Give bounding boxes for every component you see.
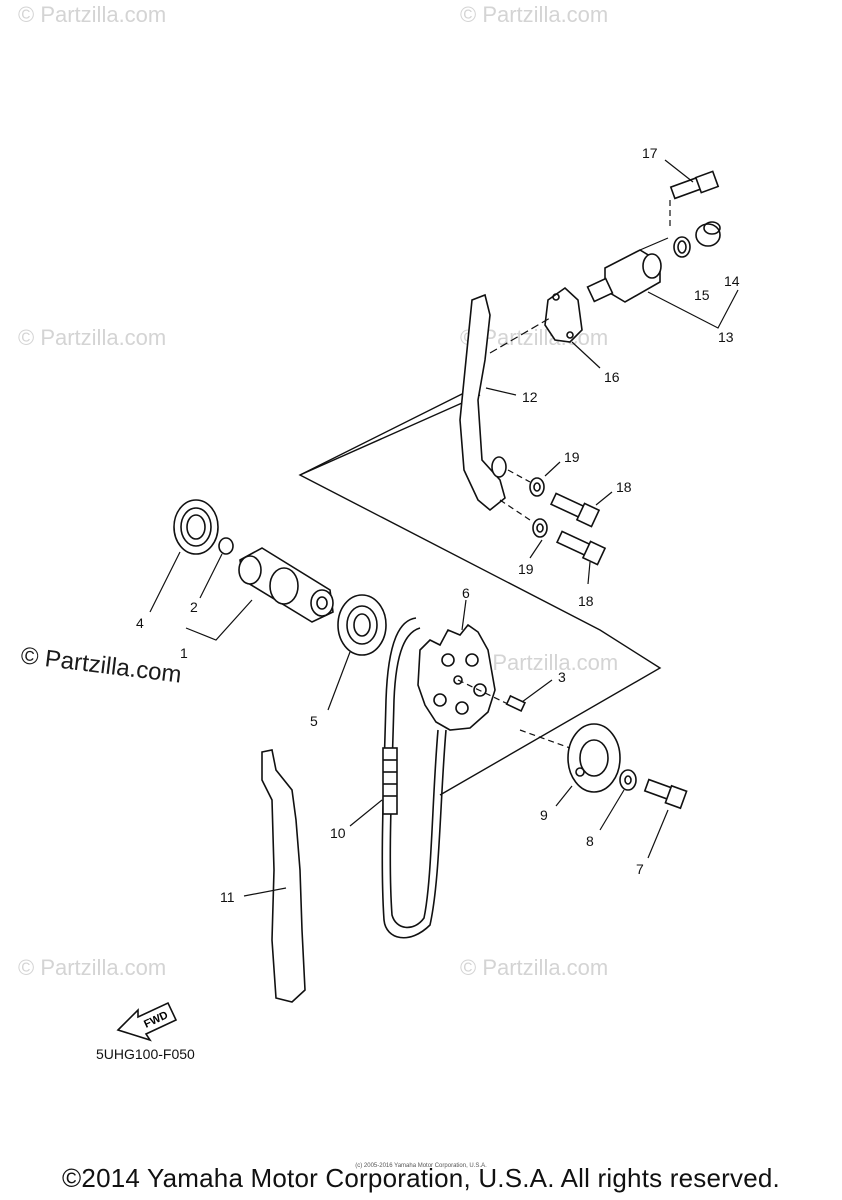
callout-18b: 18: [578, 593, 594, 609]
callout-17: 17: [642, 145, 658, 161]
watermark: © Partzilla.com: [18, 2, 166, 27]
callout-7: 7: [636, 861, 644, 877]
part-12-chain-guide: [459, 293, 531, 521]
callout-12: 12: [522, 389, 538, 405]
part-13-tensioner: [586, 237, 739, 329]
callouts: 1 2 3 4 5 6 7 8 9 10 11 12 13 14 15 16 1…: [136, 145, 740, 905]
part-1-camshaft: [185, 547, 334, 641]
fwd-arrow-icon: FWD: [116, 1001, 178, 1042]
watermark: © Partzilla.com: [470, 650, 618, 675]
part-6-sprocket: [417, 599, 496, 731]
callout-16: 16: [604, 369, 620, 385]
part-19-washers: [529, 461, 561, 559]
part-7-bolt: [643, 778, 688, 859]
callout-15: 15: [694, 287, 710, 303]
callout-8: 8: [586, 833, 594, 849]
callout-19b: 19: [518, 561, 534, 577]
callout-9: 9: [540, 807, 548, 823]
part-16-gasket: [489, 286, 601, 369]
callout-3: 3: [558, 669, 566, 685]
assembly-frame-top: [299, 394, 481, 476]
chain-links: [382, 747, 398, 815]
part-10-cam-chain: [349, 617, 447, 939]
part-15-gasket: [673, 236, 691, 258]
diagram-code: 5UHG100-F050: [96, 1046, 195, 1062]
assembly-frame: [298, 389, 662, 796]
part-14-cap-bolt: [695, 221, 721, 247]
callout-18a: 18: [616, 479, 632, 495]
callout-2: 2: [190, 599, 198, 615]
part-9-plate: [519, 723, 621, 807]
watermark: © Partzilla.com: [460, 955, 608, 980]
watermark: © Partzilla.com: [18, 955, 166, 980]
callout-11: 11: [220, 889, 235, 905]
part-8-washer: [599, 769, 637, 831]
part-11-chain-guide: [243, 749, 306, 1003]
watermarks: © Partzilla.com © Partzilla.com © Partzi…: [18, 2, 618, 980]
watermark: © Partzilla.com: [460, 2, 608, 27]
micro-copyright: (c) 2005-2016 Yamaha Motor Corporation, …: [355, 1163, 487, 1169]
callout-13: 13: [718, 329, 734, 345]
footer-copyright: ©2014 Yamaha Motor Corporation, U.S.A. A…: [62, 1163, 780, 1193]
part-2-pin: [199, 537, 234, 599]
part-4-bearing: [149, 499, 219, 613]
callout-6: 6: [462, 585, 470, 601]
watermark-main: © Partzilla.com: [19, 642, 183, 689]
callout-1: 1: [180, 645, 188, 661]
callout-14: 14: [724, 273, 740, 289]
watermark: © Partzilla.com: [18, 325, 166, 350]
part-5-bearing: [327, 594, 387, 711]
callout-10: 10: [330, 825, 346, 841]
callout-4: 4: [136, 615, 144, 631]
part-3-dowel-pin: [457, 679, 553, 712]
part-18-bolts: [549, 491, 613, 585]
callout-19a: 19: [564, 449, 580, 465]
part-17-bolt: [664, 159, 720, 230]
callout-5: 5: [310, 713, 318, 729]
